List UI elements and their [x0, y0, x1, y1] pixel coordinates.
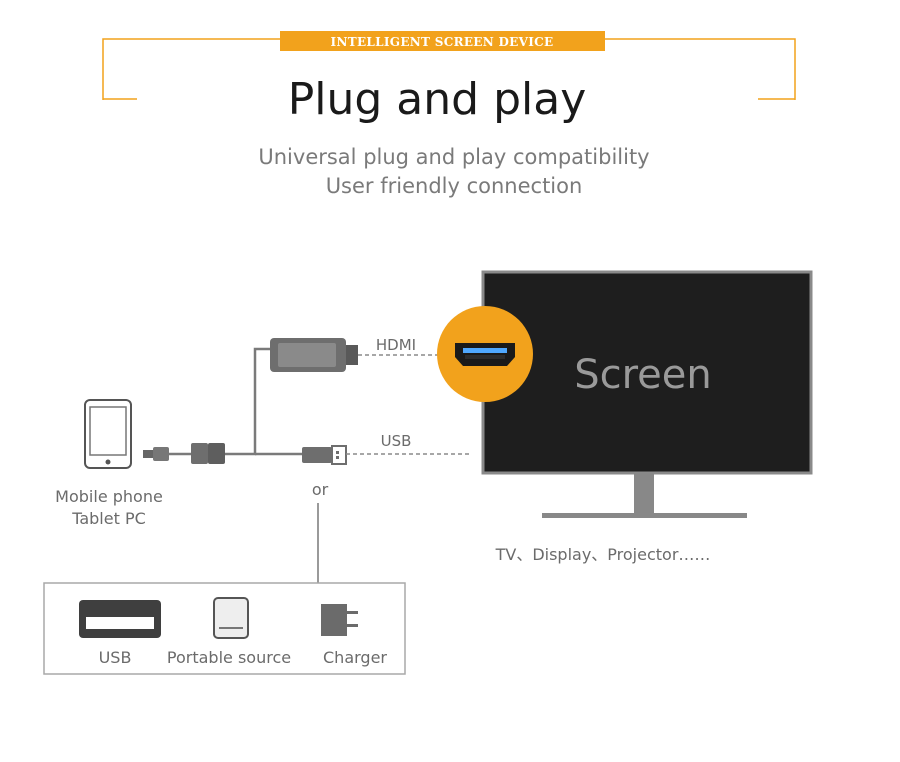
adapter-connector-icon	[191, 443, 225, 464]
cable-to-hdmi	[225, 347, 272, 456]
screen-text: Screen	[574, 352, 712, 398]
header-frame	[102, 38, 796, 100]
power-bank-icon	[213, 597, 249, 639]
hdmi-label: HDMI	[376, 336, 416, 354]
subtitle-line-2: User friendly connection	[326, 174, 583, 198]
tv-display	[481, 270, 813, 518]
hdmi-port-badge	[437, 306, 533, 402]
phone-icon	[84, 399, 132, 469]
power-option-label-charger: Charger	[323, 648, 387, 667]
hdmi-dongle-icon	[270, 338, 358, 372]
power-option-label-usb: USB	[99, 648, 132, 667]
source-label-tablet: Tablet PC	[71, 509, 146, 528]
subtitle-line-1: Universal plug and play compatibility	[258, 145, 649, 169]
usb-label: USB	[381, 432, 412, 450]
wall-charger-icon	[321, 604, 358, 636]
source-label-mobile: Mobile phone	[55, 487, 163, 506]
targets-label: TV、Display、Projector……	[495, 545, 711, 564]
header-badge-bg	[280, 31, 605, 51]
header-badge: INTELLIGENT SCREEN DEVICE	[331, 35, 554, 49]
page-title: Plug and play	[288, 74, 586, 125]
micro-usb-plug-icon	[143, 447, 169, 461]
or-label: or	[312, 480, 329, 499]
power-option-label-portable: Portable source	[167, 648, 291, 667]
usb-plug-icon	[302, 445, 347, 465]
usb-port-icon	[79, 600, 161, 638]
